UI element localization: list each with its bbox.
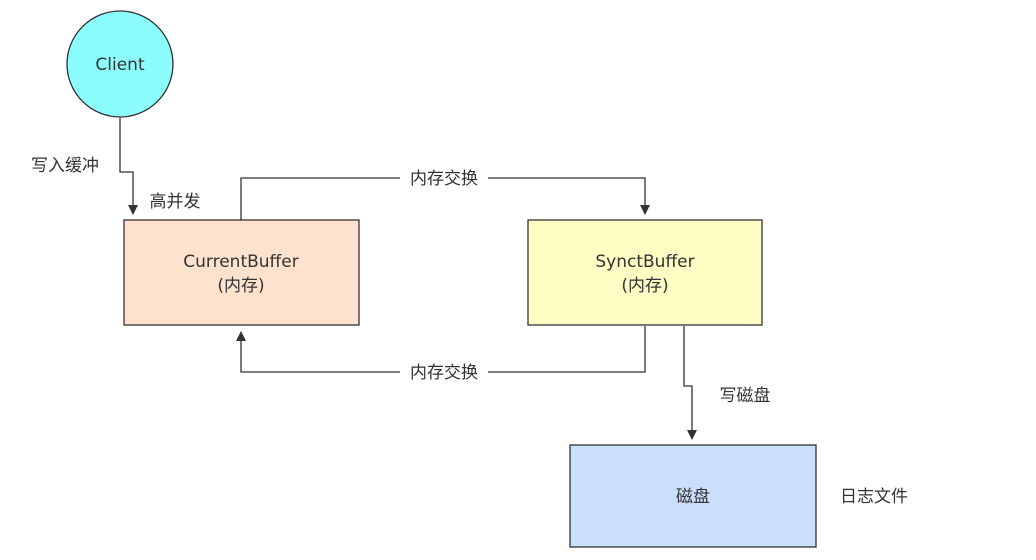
node-current-buffer: CurrentBuffer (内存) xyxy=(123,219,360,326)
edge-line xyxy=(683,326,697,440)
node-synct-buffer: SynctBuffer (内存) xyxy=(527,219,763,326)
disk-box xyxy=(569,444,817,548)
edge-label-write-disk: 写磁盘 xyxy=(720,386,771,406)
current-buffer-title: CurrentBuffer xyxy=(183,252,298,272)
disk-label: 磁盘 xyxy=(676,487,710,507)
edge-label-background xyxy=(400,360,488,384)
edge-synct-to-disk: 写磁盘 xyxy=(683,326,771,440)
node-client: Client xyxy=(66,10,174,118)
edge-label-memory-swap-top: 内存交换 xyxy=(410,169,478,189)
synct-buffer-title: SynctBuffer xyxy=(595,252,694,272)
client-label: Client xyxy=(95,55,145,75)
current-buffer-subtitle: (内存) xyxy=(217,276,264,296)
edge-client-to-current-buffer: 写入缓冲 xyxy=(31,118,138,215)
current-buffer-box xyxy=(123,219,360,326)
edge-line xyxy=(119,118,138,215)
edge-label-background xyxy=(400,166,488,190)
edge-current-to-synct-buffer: 内存交换 xyxy=(240,166,650,220)
client-circle xyxy=(66,10,174,118)
edge-label-write-buffer: 写入缓冲 xyxy=(31,156,99,176)
node-disk: 磁盘 xyxy=(569,444,817,548)
synct-buffer-box xyxy=(527,219,763,326)
edge-label-memory-swap-bottom: 内存交换 xyxy=(410,363,478,383)
annotation-high-concurrency: 高并发 xyxy=(150,192,201,212)
synct-buffer-subtitle: (内存) xyxy=(621,276,668,296)
annotation-log-file: 日志文件 xyxy=(840,487,908,507)
edge-synct-to-current-buffer: 内存交换 xyxy=(236,326,646,384)
